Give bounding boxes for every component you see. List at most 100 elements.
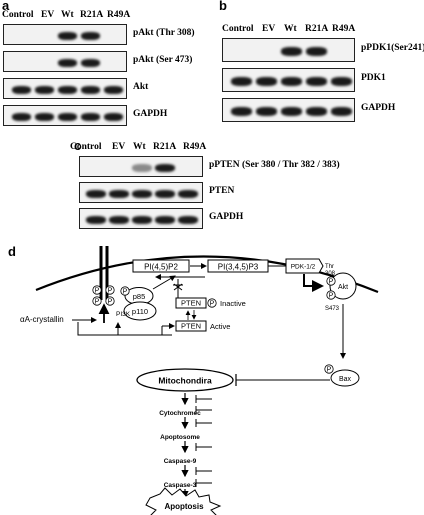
lane-label: EV xyxy=(41,10,55,20)
lane-label: Control xyxy=(2,10,34,20)
blot-band xyxy=(331,76,352,86)
svg-text:P: P xyxy=(123,289,128,296)
panel-b-letter: b xyxy=(219,0,227,13)
blot-band xyxy=(104,112,123,121)
phospho-circle: P xyxy=(324,364,334,374)
pdk-label: PDK-1/2 xyxy=(291,264,316,271)
blot-band xyxy=(104,85,123,94)
s473-label: S473 xyxy=(325,306,340,312)
blot-strip xyxy=(222,68,355,92)
lane-label: EV xyxy=(112,142,126,152)
blot-band xyxy=(35,112,54,121)
blot-band xyxy=(132,163,152,172)
blot-band xyxy=(12,112,31,121)
blot-band xyxy=(178,189,198,198)
blot-strip xyxy=(3,78,127,99)
blot-band xyxy=(58,31,77,40)
blot-band xyxy=(256,76,277,86)
lane-label: Wt xyxy=(284,24,297,34)
phospho-circle: P xyxy=(92,285,102,295)
blot-band xyxy=(306,76,327,86)
blot-label: pPDK1(Ser241) xyxy=(361,43,424,53)
blot-strip xyxy=(3,51,127,72)
thr308-label: 308 xyxy=(325,271,336,277)
blot-strip xyxy=(79,182,203,203)
blot-band xyxy=(86,189,106,198)
blot-band xyxy=(132,189,152,198)
lane-label: R49A xyxy=(183,142,207,152)
pi3k-label: PI3K xyxy=(116,311,131,318)
svg-text:P: P xyxy=(329,293,334,300)
pten-inactive-box xyxy=(175,297,207,309)
cascade-step: Cytochromec xyxy=(159,410,201,417)
blot-label: pPTEN (Ser 380 / Thr 382 / 383) xyxy=(209,159,340,170)
blot-band xyxy=(58,58,77,67)
pip2-box xyxy=(132,259,190,273)
blot-label: GAPDH xyxy=(133,108,168,119)
blot-band xyxy=(58,85,77,94)
blot-band xyxy=(331,106,352,116)
panel-c-letter: c xyxy=(74,138,82,153)
blot-label: pAkt (Thr 308) xyxy=(133,27,195,38)
blot-band xyxy=(231,76,252,86)
phospho-circle: P xyxy=(105,296,115,306)
apoptosis-label: Apoptosis xyxy=(164,502,204,511)
svg-text:P: P xyxy=(108,299,113,306)
blot-band xyxy=(81,112,100,121)
phospho-circle: P xyxy=(326,290,336,300)
blot-band xyxy=(132,215,152,224)
svg-text:P: P xyxy=(95,288,100,295)
blot-label: GAPDH xyxy=(209,211,244,222)
cascade-step: Apoptosome xyxy=(160,434,200,441)
thr-label: Thr xyxy=(325,264,334,270)
blot-strip xyxy=(3,105,127,126)
blot-band xyxy=(35,85,54,94)
svg-text:P: P xyxy=(108,288,113,295)
lane-label: R49A xyxy=(332,24,356,34)
pip2-label: PI(4,5)P2 xyxy=(144,263,178,272)
pten-active-box xyxy=(175,320,207,332)
panel-d-letter: d xyxy=(8,244,16,259)
blot-band xyxy=(81,85,100,94)
blot-strip xyxy=(222,98,355,122)
blot-strip xyxy=(3,24,127,45)
blot-strip xyxy=(222,38,355,62)
pten-active-label: Active xyxy=(210,322,230,331)
blot-band xyxy=(12,85,31,94)
cascade-step: Caspase-9 xyxy=(164,458,197,465)
cascade-step: Caspase-3 xyxy=(164,482,197,489)
crystallin-bracket xyxy=(77,322,172,336)
lane-label: EV xyxy=(262,24,276,34)
blot-band xyxy=(306,106,327,116)
mitochondria-label: Mitochondira xyxy=(158,376,212,386)
blot-band xyxy=(81,31,100,40)
cascade-inhibit-bars xyxy=(195,395,212,487)
blot-band xyxy=(58,112,77,121)
pip3-label: PI(3,4,5)P3 xyxy=(218,263,259,272)
p110-subunit xyxy=(123,301,157,321)
pten-inactive-label: Inactive xyxy=(220,299,246,308)
alpha-crystallin-label: αA-crystallin xyxy=(20,315,64,324)
phospho-circle: P xyxy=(207,298,217,308)
pi3k-to-pip-arrow xyxy=(152,275,176,290)
blot-band xyxy=(109,215,129,224)
lane-label: Control xyxy=(222,24,254,34)
bax-label: Bax xyxy=(339,376,352,383)
blot-label: GAPDH xyxy=(361,103,396,113)
akt-label: Akt xyxy=(338,284,348,291)
blot-band xyxy=(81,58,100,67)
blot-band xyxy=(86,215,106,224)
blot-band xyxy=(178,215,198,224)
blot-band xyxy=(306,46,327,56)
akt-circle xyxy=(329,272,357,300)
svg-text:P: P xyxy=(210,301,215,308)
phospho-circle: P xyxy=(120,286,130,296)
blot-band xyxy=(155,189,175,198)
phospho-circle: P xyxy=(326,276,336,286)
lane-label: R49A xyxy=(107,10,131,20)
apoptosis-burst xyxy=(145,487,222,515)
lane-label: Wt xyxy=(133,142,146,152)
p85-label: p85 xyxy=(133,292,146,301)
blot-band xyxy=(109,189,129,198)
